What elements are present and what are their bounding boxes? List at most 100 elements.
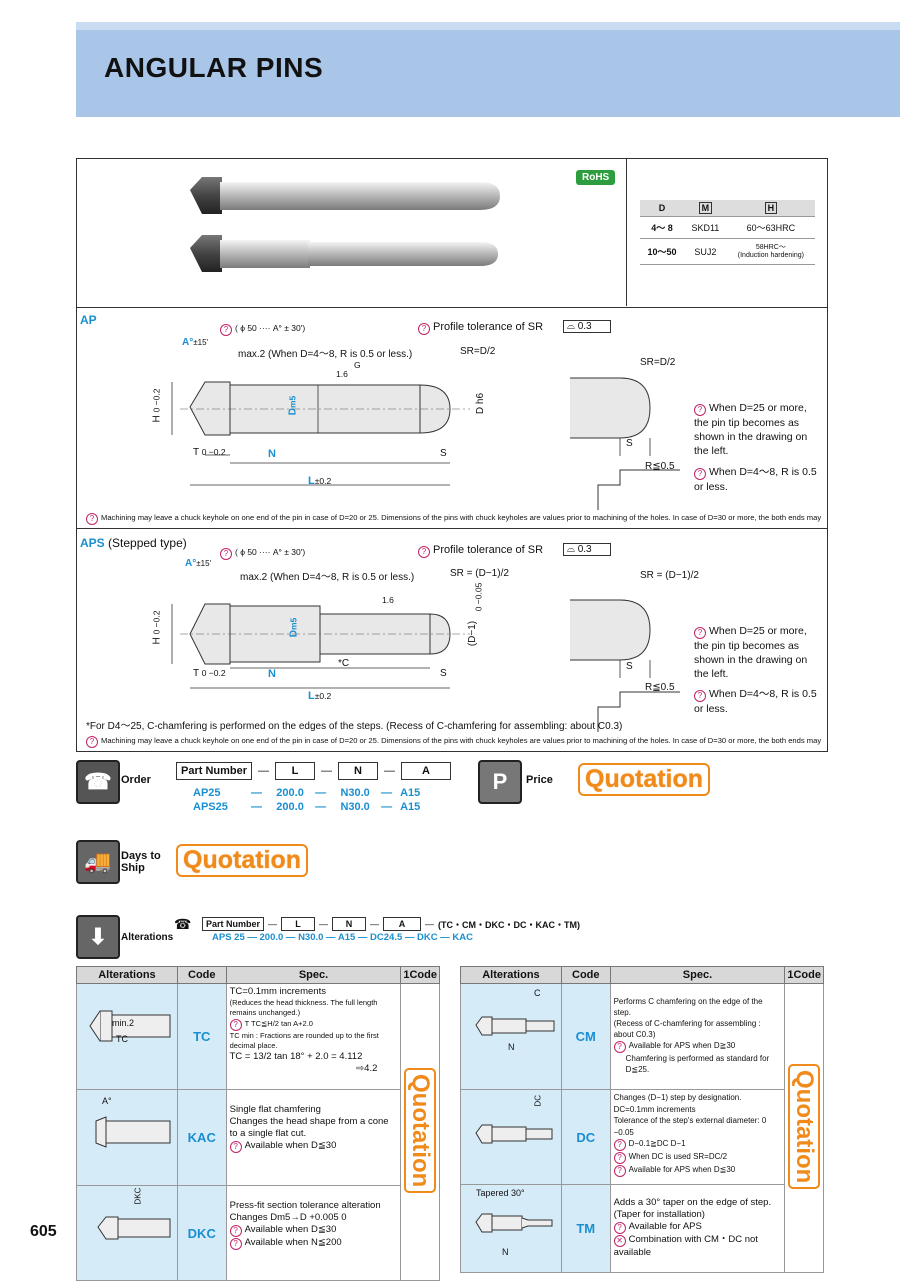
ap-g: G	[354, 360, 361, 370]
alt-spec-tc: TC=0.1mm increments (Reduces the head th…	[225, 983, 402, 1090]
aps-n: N	[268, 668, 276, 680]
ap-note1: ?When D=25 or more, the pin tip becomes …	[694, 402, 808, 457]
alt-header: Code	[560, 966, 611, 984]
alt-field: L	[281, 917, 316, 931]
aps-detail	[570, 599, 680, 732]
divider	[626, 158, 627, 306]
aps-step: (D−1)	[467, 620, 479, 647]
alt-image: DC	[460, 1089, 562, 1185]
alt-header: Spec.	[225, 966, 402, 984]
alt-field: Part Number	[202, 917, 265, 931]
aps-note1: ?When D=25 or more, the pin tip becomes …	[694, 625, 808, 680]
aps-section	[76, 528, 828, 752]
aps-note2: ?When D=4～8, R is 0.5 or less.	[694, 688, 817, 715]
mat-cell: 60～63HRC	[726, 216, 815, 239]
price-label: Price	[526, 774, 553, 786]
ap-rough: 1.6	[336, 369, 348, 379]
ap-s: S	[440, 448, 447, 459]
alt-header: Spec.	[609, 966, 786, 984]
drill-icon: ⬇	[76, 915, 120, 959]
alt-field-codes: (TC・CM・DKC・DC・KAC・TM)	[438, 919, 580, 930]
ap-profile-box: ⌓ 0.3	[563, 320, 611, 333]
order-field-part: Part Number	[176, 762, 253, 780]
mat-header-m: M	[684, 200, 727, 217]
aps-profile-tol: ?Profile tolerance of SR	[418, 544, 543, 558]
aps-profile-box: ⌓ 0.3	[563, 543, 611, 556]
alt-header: 1Code	[400, 966, 440, 984]
mat-cell: 10～50	[640, 238, 685, 265]
ap-a-label: A°±15'	[182, 337, 209, 348]
mat-cell: 58HRC～(Induction hardening)	[726, 238, 815, 265]
price-icon: P	[478, 760, 522, 804]
alterations-table-left: Alterations Code Spec. 1Code min.2 TC TC…	[76, 966, 440, 1281]
aps-label: APS (Stepped type)	[80, 536, 187, 550]
ap-t: T 0 −0.2	[193, 447, 226, 458]
alterations-table-right: Alterations Code Spec. 1Code C N CM Perf…	[460, 966, 824, 1273]
mat-header-h: H	[726, 200, 815, 217]
mat-header-d: D	[640, 200, 685, 217]
mat-cell: 4～ 8	[640, 216, 685, 239]
ap-detail	[570, 377, 680, 510]
page-number: 605	[30, 1223, 57, 1240]
ap-profile-tol: ?Profile tolerance of SR	[418, 321, 543, 335]
ap-label: AP	[80, 313, 97, 327]
alt-code-cm: CM	[560, 983, 611, 1090]
alt-spec-cm: Performs C chamfering on the edge of the…	[609, 983, 786, 1090]
phone-icon: ☎	[76, 760, 120, 804]
truck-icon: 🚚	[76, 840, 120, 884]
alt-field: N	[332, 917, 367, 931]
ap-dh6: D h6	[475, 392, 487, 415]
aps-r-label: R≦0.5	[645, 682, 675, 693]
aps-chamfer-note: *For D4～25, C-chamfering is performed on…	[86, 721, 623, 732]
aps-s: S	[440, 668, 447, 679]
alt-header: Alterations	[76, 966, 178, 984]
material-table: D M H 4～ 8 SKD11 60～63HRC 10～50 SUJ2 58H…	[640, 200, 815, 265]
days-label: Days to Ship	[121, 850, 161, 874]
order-field-a: A	[401, 762, 452, 780]
alt-field: A	[383, 917, 422, 931]
alt-fields: Part Number— L— N— A— (TC・CM・DKC・DC・KAC・…	[202, 917, 580, 931]
header-stripe	[76, 22, 900, 30]
ap-sr: SR=D/2	[460, 346, 496, 357]
aps-step-tol: 0 −0.05	[473, 582, 484, 612]
aps-machining: ?Machining may leave a chuck keyhole on …	[86, 736, 821, 748]
alt-spec-tm: Adds a 30° taper on the edge of step. (T…	[609, 1184, 786, 1273]
alt-image: DKC	[76, 1185, 178, 1281]
header-band	[76, 22, 900, 117]
product-box	[76, 158, 828, 308]
aps-sr: SR = (D−1)/2	[450, 568, 509, 579]
ap-angle-note: ?( ϕ 50 ···· A° ± 30')	[220, 323, 305, 336]
aps-c: *C	[338, 658, 350, 669]
aps-rough: 1.6	[382, 595, 394, 605]
aps-a-label: A°±15'	[185, 558, 212, 569]
aps-d: Dm5	[288, 617, 300, 638]
mat-cell: SUJ2	[684, 238, 727, 265]
alt-code-dc: DC	[560, 1089, 611, 1185]
phone-icon: ☎	[174, 916, 192, 932]
alt-code-tm: TM	[560, 1184, 611, 1273]
alt-header: 1Code	[784, 966, 824, 984]
alt-image: min.2 TC	[76, 983, 178, 1090]
alt-spec-kac: Single flat chamfering Changes the head …	[225, 1089, 402, 1186]
ap-note2: ?When D=4～8, R is 0.5 or less.	[694, 466, 817, 493]
ap-s-detail: S	[626, 438, 633, 449]
alt-code-dkc: DKC	[176, 1185, 227, 1281]
order-field-n: N	[338, 762, 379, 780]
order-field-l: L	[275, 762, 316, 780]
alt-image: C N	[460, 983, 562, 1090]
order-row: APS25— 200.0— N30.0— A15	[193, 801, 421, 813]
aps-h: H 0 −0.2	[151, 610, 163, 645]
aps-drawing	[171, 603, 470, 689]
page-title: ANGULAR PINS	[104, 52, 324, 83]
aps-t: T 0 −0.2	[193, 668, 226, 679]
order-fields: Part Number— L— N— A	[176, 762, 452, 780]
alt-quotation-left: Quotation	[400, 983, 440, 1281]
alt-header: Code	[176, 966, 227, 984]
ap-sr-detail: SR=D/2	[640, 357, 676, 368]
alt-quotation-right: Quotation	[784, 983, 824, 1273]
aps-sr-detail: SR = (D−1)/2	[640, 570, 699, 581]
ap-l: L±0.2	[308, 475, 332, 487]
alt-image: A°	[76, 1089, 178, 1186]
aps-s-detail: S	[626, 661, 633, 672]
ap-machining: ?Machining may leave a chuck keyhole on …	[86, 513, 821, 525]
